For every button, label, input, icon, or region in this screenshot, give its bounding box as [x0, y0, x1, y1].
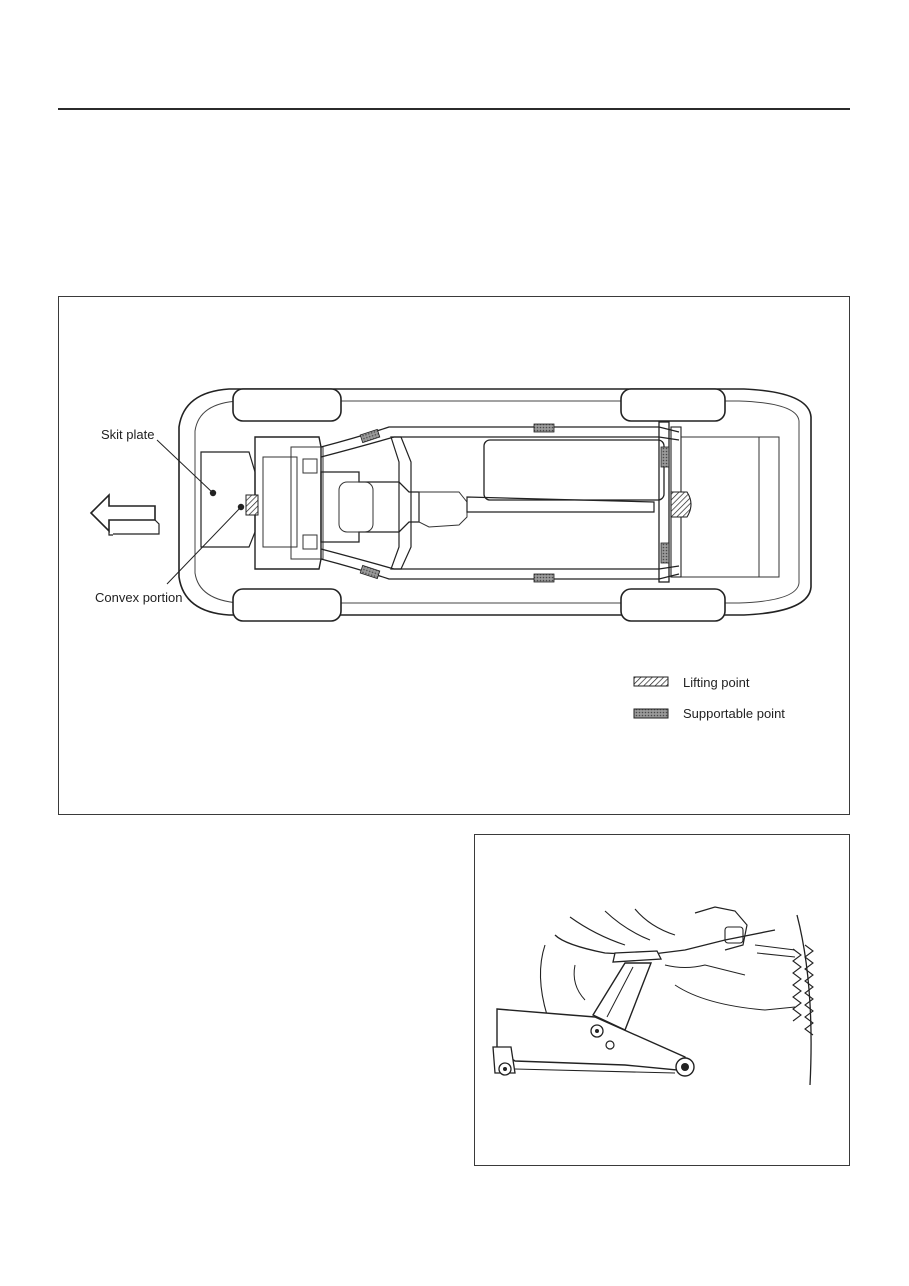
label-convex-portion: Convex portion	[95, 590, 183, 605]
legend-swatch-supportable	[633, 708, 669, 719]
body-outline	[178, 388, 812, 616]
tire	[796, 914, 812, 1086]
propeller-shaft	[466, 496, 655, 513]
support-point-front-left	[359, 428, 381, 444]
legend-label-supportable: Supportable point	[683, 706, 785, 721]
legend-label-lifting: Lifting point	[683, 675, 750, 690]
wheel-rear-left	[620, 388, 726, 422]
center-crossmember	[390, 436, 412, 570]
rear-differential	[670, 491, 692, 518]
rear-axle	[658, 421, 670, 583]
jack-body	[496, 1008, 688, 1072]
engine-transmission	[320, 471, 420, 543]
front-direction-arrow-icon	[89, 493, 156, 533]
underbody-frame	[554, 929, 776, 956]
label-skit-plate: Skit plate	[101, 427, 155, 442]
support-point-rear-right	[660, 542, 670, 564]
legend-swatch-lifting	[633, 676, 669, 687]
floor-jack-illustration-panel	[474, 834, 850, 1166]
wheel-front-left	[232, 388, 342, 422]
leader-skit-plate	[156, 439, 214, 494]
leader-convex-portion	[166, 506, 242, 585]
wheel-rear-right	[620, 588, 726, 622]
convex-portion-dot	[237, 503, 245, 511]
body-inner-outline	[194, 400, 800, 604]
lifting-point-front	[245, 494, 259, 516]
support-point-mid-right	[533, 573, 555, 583]
underbody-diagram-panel: Skit plate Convex portion Lifting point …	[58, 296, 850, 815]
support-point-front-right	[359, 564, 381, 580]
jack-saddle	[612, 950, 663, 963]
fuel-tank	[483, 439, 665, 501]
support-point-rear-left	[660, 446, 670, 468]
floor-jack-illustration	[492, 906, 814, 1086]
wheel-front-right	[232, 588, 342, 622]
underbody-diagram	[89, 388, 812, 719]
skit-plate-dot	[209, 489, 217, 497]
header-rule	[58, 108, 850, 110]
support-point-mid-left	[533, 423, 555, 433]
